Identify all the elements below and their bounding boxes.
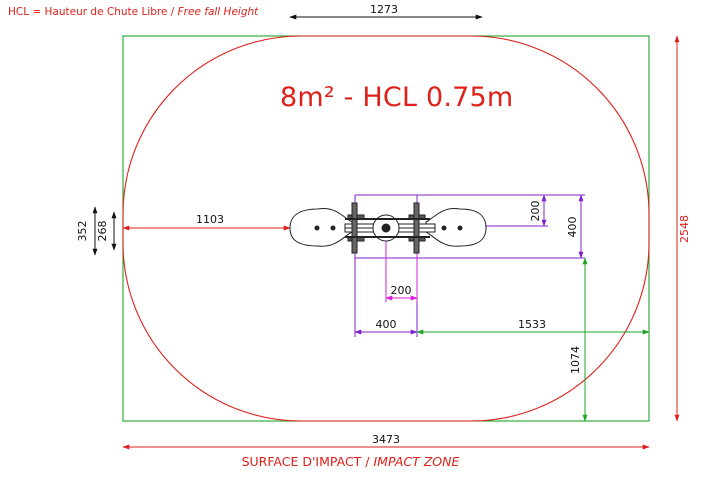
zone-label: SURFACE D'IMPACT / IMPACT ZONE [0,454,701,469]
equipment-height-label: 400 [566,217,579,238]
left-gap-label: 1103 [196,213,224,226]
zone-label-french: SURFACE D'IMPACT / [241,454,374,469]
bottom-width-label: 3473 [372,433,400,446]
post-span-label: 200 [391,284,412,297]
legend-english: Free fall Height [177,6,259,18]
headline: 8m² - HCL 0.75m [280,82,514,113]
left-outer-label: 352 [76,221,89,242]
left-inner-label: 268 [96,221,109,242]
right-gap-label: 1533 [518,318,546,331]
top-width-label: 1273 [370,3,398,16]
legend: HCL = Hauteur de Chute Libre / Free fall… [8,6,258,18]
base-width-label: 400 [376,318,397,331]
zone-label-english: IMPACT ZONE [373,454,460,469]
bottom-gap-label: 1074 [569,346,582,374]
right-seat [425,208,487,247]
right-height-label: 2548 [678,215,691,243]
left-seat [289,208,353,247]
legend-french: HCL = Hauteur de Chute Libre / [8,6,178,18]
right-post [413,202,420,254]
playground-equipment [289,202,487,254]
left-post [351,202,358,254]
equipment-half-label: 200 [529,201,542,222]
